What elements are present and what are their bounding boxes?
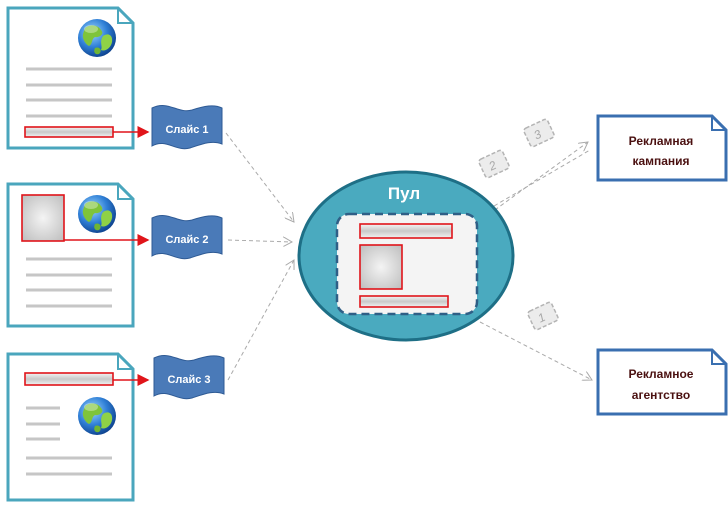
ad-campaign-label-line2: кампания [632,154,689,168]
slice-flag-1[interactable]: Слайс 1 [151,105,223,150]
pool-banner-slot [359,295,449,308]
banner-slot [24,372,114,386]
number-chip-1: 1 [527,301,559,331]
slice-flag-2[interactable]: Слайс 2 [151,215,223,260]
banner-slot [24,126,114,138]
slice-label-2: Слайс 2 [165,234,208,246]
flow-slice3-to-pool [227,260,294,381]
slice-flag-3[interactable]: Слайс 3 [153,355,225,400]
globe-icon [78,19,116,57]
ad-agency-label-line1: Рекламное [629,367,694,381]
ad-agency-box[interactable]: Рекламное агентство [596,348,728,416]
text-lines [26,257,112,308]
web-page-1 [6,6,150,150]
ad-campaign-label-line1: Рекламная [629,134,694,148]
globe-icon [78,397,116,435]
flow-pool-to-agency [479,321,592,380]
slice-label-1: Слайс 1 [165,124,208,136]
ad-agency-label-line2: агентство [632,388,690,402]
pool: Пул [297,170,515,342]
svg-text:1: 1 [536,310,548,326]
text-lines [26,67,112,118]
pool-title: Пул [388,184,420,203]
flow-slice1-to-pool [225,132,294,222]
number-chip-3: 3 [523,118,555,148]
text-lines [26,406,112,476]
slice-label-3: Слайс 3 [167,374,210,386]
ad-campaign-box[interactable]: Рекламная кампания [596,114,728,182]
web-page-2 [6,182,150,328]
pool-image-slot [359,244,403,290]
globe-icon [78,195,116,233]
web-page-3 [6,352,150,502]
flow-slice2-to-pool [227,240,292,242]
number-chip-2: 2 [478,149,510,179]
pool-banner-slot [359,223,453,239]
image-slot [21,194,65,242]
